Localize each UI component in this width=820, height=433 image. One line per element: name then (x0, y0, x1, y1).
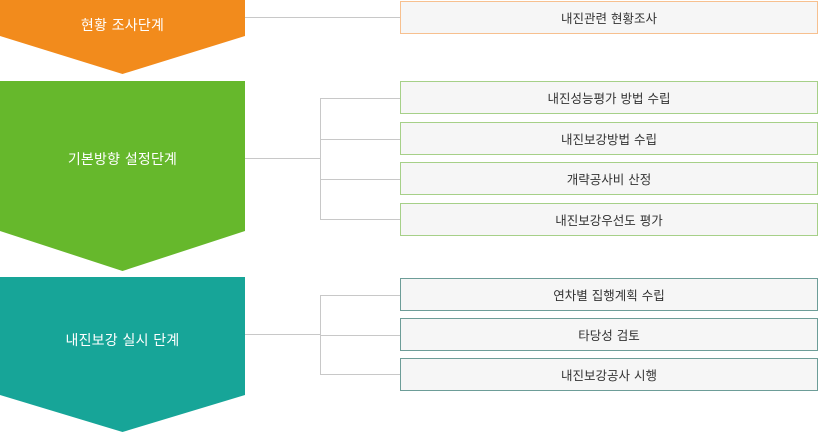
stage-basic-direction: 기본방향 설정단계 (0, 81, 245, 271)
task-box: 내진보강우선도 평가 (400, 203, 818, 236)
task-box: 내진성능평가 방법 수립 (400, 81, 818, 114)
stage-basic-direction-label: 기본방향 설정단계 (67, 152, 178, 168)
task-label: 내진성능평가 방법 수립 (547, 91, 671, 106)
stage-survey: 현황 조사단계 (0, 0, 245, 74)
stage-implementation-label: 내진보강 실시 단계 (65, 332, 180, 349)
task-label: 내진보강방법 수립 (561, 132, 657, 147)
stage-implementation: 내진보강 실시 단계 (0, 277, 245, 432)
task-box: 내진보강공사 시행 (400, 358, 818, 391)
task-label: 연차별 집행계획 수립 (553, 288, 665, 303)
stage-survey-label: 현황 조사단계 (80, 18, 165, 34)
task-label: 내진관련 현황조사 (561, 11, 657, 26)
task-box: 타당성 검토 (400, 318, 818, 351)
task-box: 내진보강방법 수립 (400, 122, 818, 155)
task-label: 개략공사비 산정 (566, 172, 652, 187)
stage-survey-arrow-shape (0, 0, 245, 74)
task-box: 내진관련 현황조사 (400, 1, 818, 34)
task-box: 개략공사비 산정 (400, 162, 818, 195)
task-label: 내진보강공사 시행 (561, 368, 657, 383)
task-label: 내진보강우선도 평가 (555, 213, 663, 228)
stage-basic-direction-arrow-shape (0, 81, 245, 271)
stage-implementation-arrow-shape (0, 277, 245, 432)
task-label: 타당성 검토 (578, 328, 640, 343)
task-box: 연차별 집행계획 수립 (400, 278, 818, 311)
